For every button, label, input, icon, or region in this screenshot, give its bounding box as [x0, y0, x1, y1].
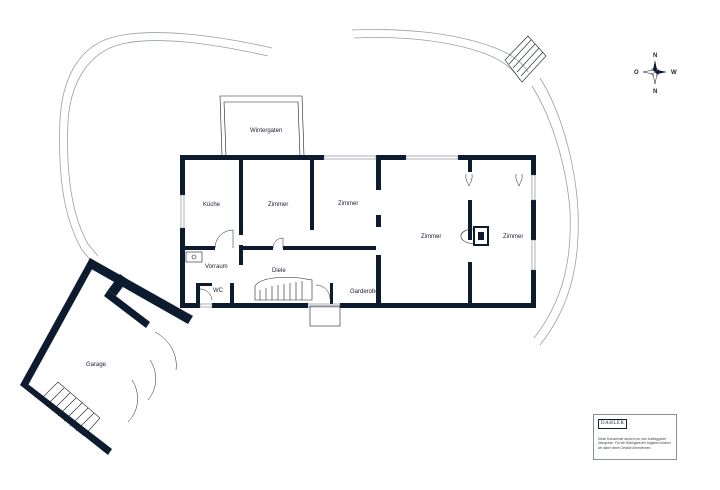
label-zimmer-4: Zimmer	[503, 234, 523, 240]
label-garage: Garage	[86, 362, 107, 368]
kitchen-counter	[185, 251, 203, 263]
label-wc: WC	[213, 288, 224, 294]
disclaimer-text: Diese Dokumente wurden nur vom Auftragge…	[598, 437, 671, 450]
compass-north: N	[653, 89, 657, 95]
staircase	[254, 276, 313, 301]
disclaimer-box: DAHLER Diese Dokumente wurden nur vom Au…	[593, 414, 677, 460]
label-zimmer-3: Zimmer	[421, 234, 441, 240]
house-walls	[180, 155, 536, 308]
garden-steps	[504, 35, 547, 83]
compass-south: N	[653, 53, 657, 59]
compass-west: W	[671, 70, 677, 76]
label-kueche: Küche	[203, 202, 221, 208]
label-garderobe: Garderobe	[350, 289, 379, 295]
label-diele: Diele	[272, 268, 286, 274]
garage	[20, 258, 193, 455]
label-vorraum: Vorraum	[205, 264, 228, 270]
garden-outline	[59, 29, 579, 346]
label-zimmer-2: Zimmer	[338, 201, 358, 207]
room-labels: Wintergaten Küche Zimmer Zimmer Zimmer Z…	[86, 128, 523, 368]
compass: N N O W	[634, 53, 677, 95]
company-logo: DAHLER	[598, 419, 628, 429]
compass-east: O	[634, 70, 639, 76]
label-zimmer-1: Zimmer	[268, 202, 288, 208]
doors	[199, 173, 523, 327]
label-wintergarten: Wintergaten	[250, 128, 282, 134]
wintergarten	[219, 95, 305, 157]
windows	[180, 155, 536, 308]
